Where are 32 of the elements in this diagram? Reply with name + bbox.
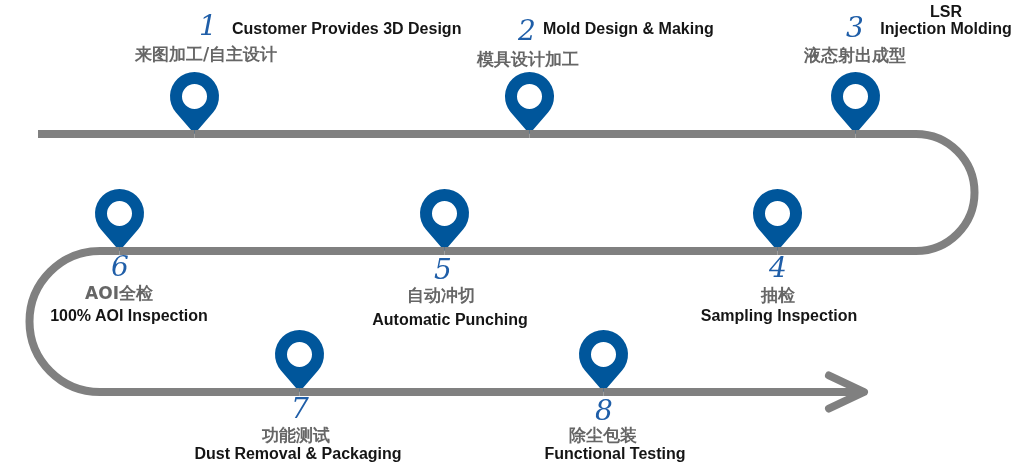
step-label: Customer Provides 3D Design bbox=[232, 20, 462, 37]
step-label: 来图加工/自主设计 bbox=[135, 44, 278, 64]
step-label: Automatic Punching bbox=[372, 311, 528, 328]
step-number: 2 bbox=[518, 17, 536, 45]
step-label: 100% AOI Inspection bbox=[50, 307, 208, 324]
road-arrow bbox=[603, 371, 868, 413]
step-label: 自动冲切 bbox=[407, 285, 475, 305]
step-label: Sampling Inspection bbox=[700, 307, 858, 324]
step-label: 功能测试 bbox=[262, 425, 330, 445]
road-line bbox=[194, 130, 530, 138]
step-number: 4 bbox=[769, 254, 787, 282]
step-label: LSR Injection Molding bbox=[880, 3, 1012, 37]
step-label: Mold Design & Making bbox=[543, 20, 714, 37]
step-number: 6 bbox=[111, 253, 129, 281]
step-label: 模具设计加工 bbox=[477, 49, 579, 69]
step-number: 3 bbox=[846, 14, 864, 42]
step-number: 5 bbox=[434, 256, 452, 284]
road-line bbox=[444, 247, 778, 255]
step-label: 液态射出成型 bbox=[804, 45, 906, 65]
road-line bbox=[529, 130, 856, 138]
road-line bbox=[25, 247, 300, 396]
step-label: 抽检 bbox=[761, 285, 795, 305]
road-line bbox=[777, 130, 979, 255]
step-label: Functional Testing bbox=[544, 445, 686, 462]
road-line bbox=[119, 247, 445, 255]
road-line bbox=[299, 388, 604, 396]
step-label: 除尘包装 bbox=[569, 425, 637, 445]
step-label: AOI全检 bbox=[85, 283, 153, 303]
step-label: Dust Removal & Packaging bbox=[194, 445, 402, 462]
step-number: 1 bbox=[199, 12, 217, 40]
step-number: 8 bbox=[595, 397, 613, 425]
step-number: 7 bbox=[291, 395, 309, 423]
